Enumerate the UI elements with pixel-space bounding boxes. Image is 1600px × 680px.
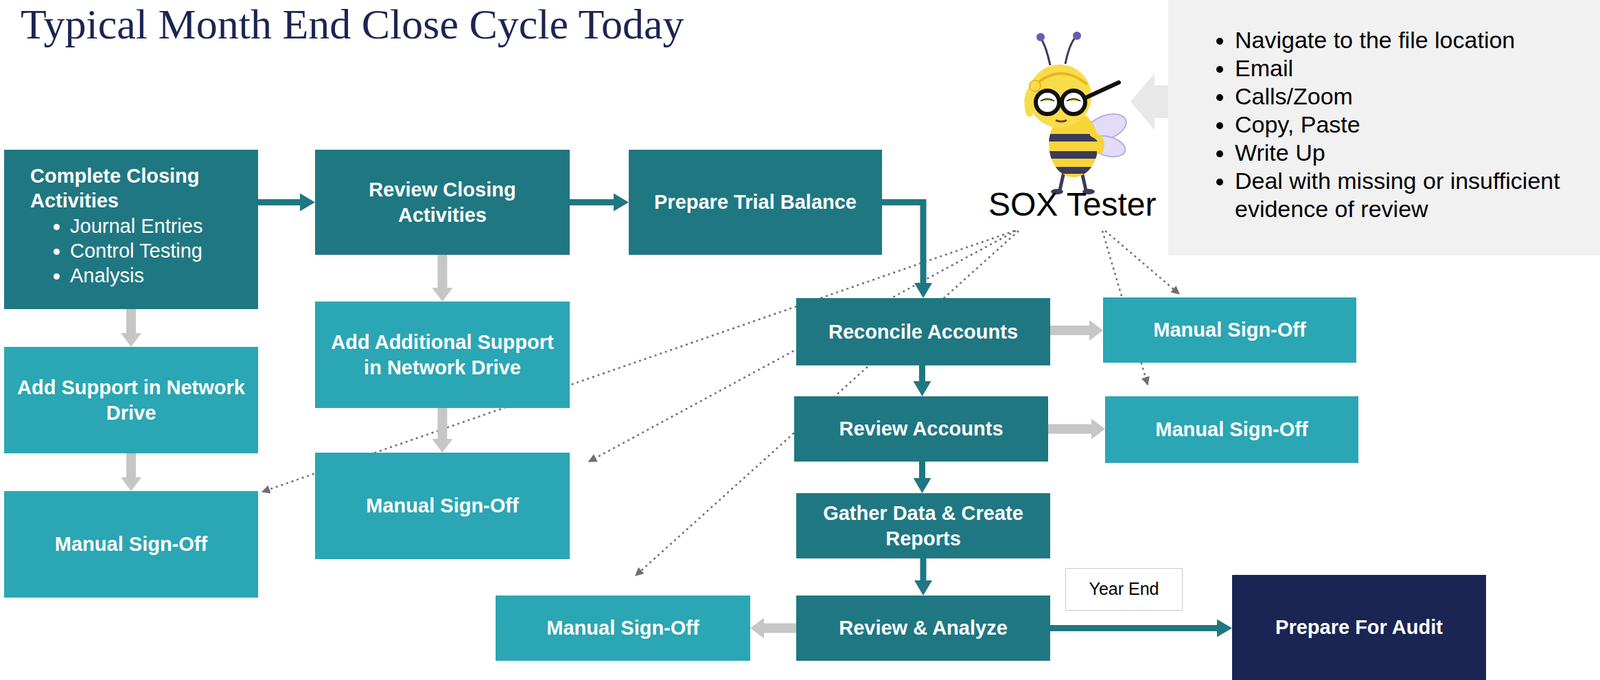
tag-box: Year End: [1065, 567, 1183, 611]
box-label: Add Additional Support in Network Drive: [326, 329, 559, 380]
leader-lines: [262, 230, 1180, 576]
support-arrow: [126, 308, 136, 333]
process-box: Prepare Trial Balance: [628, 149, 883, 255]
bullet-item: Analysis: [70, 262, 249, 288]
bee-illustration: [1027, 31, 1130, 195]
process-box: Review Accounts: [794, 396, 1049, 462]
flow-arrow: [258, 199, 300, 206]
bullet-item: Write Up: [1234, 138, 1594, 167]
bullet-item: Email: [1234, 54, 1594, 83]
process-box: Review Closing Activities: [315, 149, 570, 255]
signoff-box: Manual Sign-Off: [315, 452, 570, 559]
process-box: Reconcile Accounts: [796, 297, 1051, 366]
pointer-arrow: [1130, 73, 1169, 130]
signoff-box: Manual Sign-Off: [495, 595, 751, 661]
bullet-item: Deal with missing or insufficient eviden…: [1234, 166, 1594, 224]
flow-arrow: [919, 365, 926, 381]
bullet-item: Copy, Paste: [1234, 110, 1594, 139]
figure-label: SOX Tester: [988, 186, 1157, 224]
diagram-title: Typical Month End Close Cycle Today: [20, 0, 685, 49]
signoff-box: Manual Sign-Off: [1103, 297, 1357, 363]
flow-arrow: [569, 199, 614, 206]
box-label: Prepare Trial Balance: [654, 189, 857, 215]
signoff-box: Manual Sign-Off: [4, 490, 259, 598]
flow-arrow: [882, 202, 924, 284]
box-label: Review Accounts: [838, 415, 1003, 441]
flow-arrow: [1050, 624, 1217, 631]
support-arrow: [1048, 424, 1092, 434]
support-box: Add Additional Support in Network Drive: [315, 301, 570, 408]
signoff-box: Manual Sign-Off: [1105, 396, 1359, 463]
terminal-box: Prepare For Audit: [1232, 574, 1487, 680]
box-label: Reconcile Accounts: [828, 319, 1018, 344]
process-box: Gather Data & Create Reports: [796, 492, 1051, 559]
bullet-item: Navigate to the file location: [1234, 26, 1594, 55]
box-label: Prepare For Audit: [1275, 614, 1443, 640]
flow-arrow: [920, 558, 927, 581]
box-label: Manual Sign-Off: [365, 492, 519, 518]
process-box: Complete Closing ActivitiesJournal Entri…: [4, 149, 259, 309]
bullet-item: Journal Entries: [70, 213, 249, 239]
box-label: Manual Sign-Off: [1153, 317, 1306, 342]
bullet-item: Calls/Zoom: [1234, 82, 1594, 111]
support-arrow: [126, 453, 136, 478]
support-arrow: [437, 254, 448, 288]
support-arrow: [437, 407, 448, 439]
box-heading: Complete Closing Activities: [30, 163, 249, 214]
box-label: Year End: [1089, 577, 1160, 600]
bullet-list: Navigate to the file locationEmailCalls/…: [1199, 26, 1594, 224]
box-label: Manual Sign-Off: [54, 531, 208, 556]
process-box: Review & Analyze: [796, 595, 1051, 661]
flow-arrow: [919, 461, 926, 478]
bullet-item: Control Testing: [70, 238, 249, 263]
box-label: Gather Data & Create Reports: [807, 500, 1040, 551]
box-label: Add Support in Network Drive: [15, 374, 248, 425]
support-arrow: [1050, 325, 1090, 335]
support-box: Add Support in Network Drive: [4, 346, 259, 454]
support-arrow: [763, 623, 797, 633]
bullet-list: Journal EntriesControl TestingAnalysis: [30, 213, 249, 289]
box-label: Review & Analyze: [838, 615, 1008, 640]
box-label: Manual Sign-Off: [1155, 416, 1308, 442]
box-label: Review Closing Activities: [326, 177, 559, 228]
box-label: Manual Sign-Off: [546, 615, 699, 640]
note-panel: Navigate to the file locationEmailCalls/…: [1168, 0, 1600, 256]
